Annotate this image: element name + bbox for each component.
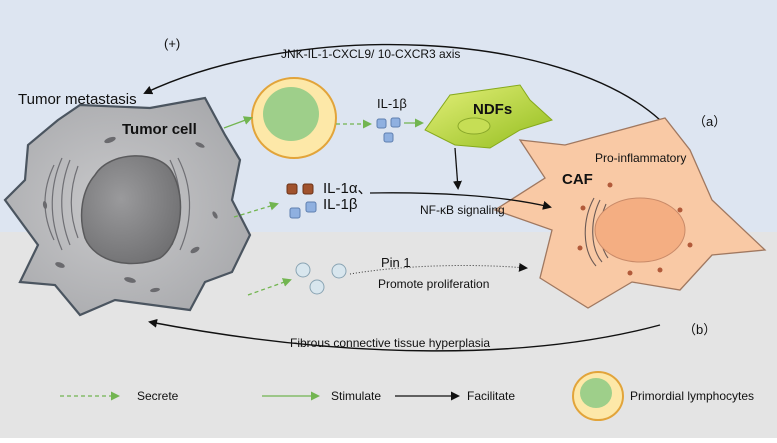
facilitate-arrows bbox=[369, 147, 552, 210]
legend-facilitate-label: Facilitate bbox=[467, 389, 516, 403]
pin1-label: Pin 1 bbox=[381, 255, 411, 270]
top-axis-arrow bbox=[143, 43, 661, 121]
il1b-mid-label: IL-1β bbox=[323, 196, 358, 213]
il1a-il1b-molecules bbox=[286, 183, 317, 219]
tumor-nucleus bbox=[80, 155, 182, 265]
nfkb-label: NF-κB signaling bbox=[420, 203, 505, 217]
caf-nucleus bbox=[594, 197, 686, 263]
ndf-nucleus bbox=[457, 117, 491, 135]
pin1-molecules bbox=[295, 262, 347, 295]
secrete-arrows bbox=[233, 119, 372, 296]
promote-proliferation-label: Promote proliferation bbox=[378, 277, 490, 291]
caf-label: CAF bbox=[562, 171, 593, 188]
legend-secrete-label: Secrete bbox=[137, 389, 179, 403]
caf-organelles bbox=[577, 182, 693, 276]
fibrous-label: Fibrous connective tissue hyperplasia bbox=[290, 336, 491, 350]
axis-label: JNK-IL-1-CXCL9/ 10-CXCR3 axis bbox=[281, 47, 461, 61]
tumor-cell-label: Tumor cell bbox=[122, 121, 197, 138]
pro-inflammatory-label: Pro-inflammatory bbox=[595, 151, 687, 165]
lymphocyte-nucleus bbox=[263, 87, 319, 141]
legend-lymphocyte-inner bbox=[580, 378, 612, 408]
il1a-label: IL-1α、 bbox=[323, 180, 373, 197]
label-a: （a） bbox=[693, 114, 727, 129]
tumor-metastasis-label: Tumor metastasis bbox=[18, 91, 137, 108]
bottom-fibrous-arrow bbox=[148, 318, 661, 352]
il1b-top-label: IL-1β bbox=[377, 96, 407, 111]
plus-label: (+) bbox=[164, 36, 181, 51]
tumor-organelles bbox=[42, 136, 218, 293]
il1b-top-molecules bbox=[376, 117, 401, 143]
ndfs-label: NDFs bbox=[473, 101, 513, 118]
legend-stimulate-label: Stimulate bbox=[331, 389, 382, 403]
legend-primordial-label: Primordial lymphocytes bbox=[630, 389, 755, 403]
label-b: （b） bbox=[683, 322, 717, 337]
ndf-cell bbox=[424, 84, 553, 149]
stimulate-arrows bbox=[223, 116, 424, 129]
promote-proliferation-arrow bbox=[349, 262, 528, 275]
